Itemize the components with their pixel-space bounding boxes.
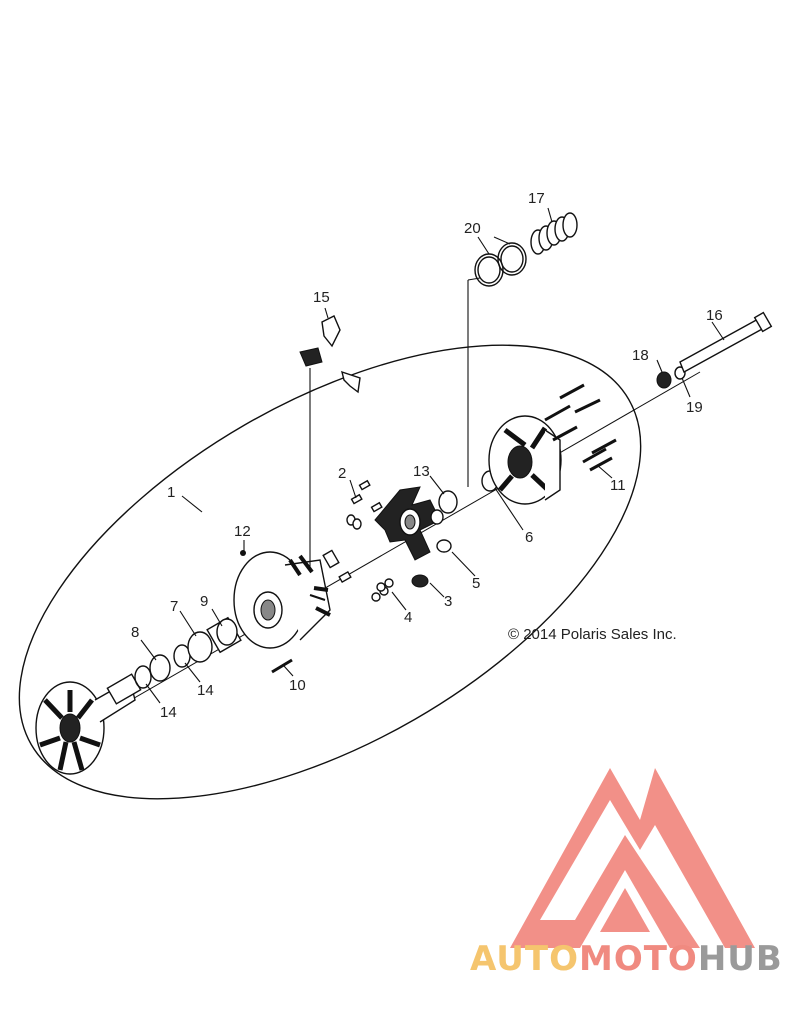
- callout-20: 20: [464, 220, 481, 237]
- callout-19: 19: [686, 399, 703, 416]
- dowel-12: [240, 550, 246, 556]
- callout-15: 15: [313, 289, 330, 306]
- moveable-sheave: [233, 551, 331, 649]
- spring-17: [530, 212, 578, 255]
- callout-5: 5: [472, 575, 480, 592]
- roller-5: [436, 539, 452, 553]
- ring-20a: [474, 253, 504, 287]
- callout-2: 2: [338, 465, 346, 482]
- fixed-sheave: [35, 673, 142, 775]
- washer-14a: [134, 665, 152, 689]
- washers-4: [371, 578, 394, 602]
- screw-10: [271, 658, 293, 674]
- brand-wordmark: AUTOMOTOHUB: [470, 939, 783, 979]
- automotohub-logo: [510, 768, 755, 948]
- callout-17: 17: [528, 190, 545, 207]
- callout-13: 13: [413, 463, 430, 480]
- callout-18: 18: [632, 347, 649, 364]
- callout-14a: 14: [197, 682, 214, 699]
- callout-3: 3: [444, 593, 452, 610]
- bushing-7: [187, 631, 213, 663]
- spider-3: [374, 486, 441, 561]
- assembly-outline: [18, 344, 642, 800]
- callout-12: 12: [234, 523, 251, 540]
- weights-15: [299, 315, 361, 394]
- callout-16: 16: [706, 307, 723, 324]
- callout-10: 10: [289, 677, 306, 694]
- ring-20b: [497, 242, 527, 276]
- washer-8: [149, 654, 171, 682]
- callout-11: 11: [610, 477, 626, 494]
- slider-block: [322, 549, 340, 569]
- nut-13: [438, 490, 458, 514]
- nut-18: [656, 371, 672, 389]
- roller-3: [411, 574, 429, 588]
- callout-1: 1: [167, 484, 175, 501]
- callout-6: 6: [525, 529, 533, 546]
- bolts-11: [544, 383, 617, 472]
- callout-7: 7: [170, 598, 178, 615]
- copyright-text: © 2014 Polaris Sales Inc.: [508, 626, 677, 643]
- callout-9: 9: [200, 593, 208, 610]
- brand-moto: MOTO: [579, 939, 698, 979]
- callout-numbers: 1 2 3 4 5 6 7 8 9 10 11 12 13 14 14 15 1…: [131, 190, 723, 721]
- callout-8: 8: [131, 624, 139, 641]
- callout-14b: 14: [160, 704, 177, 721]
- cover: [488, 415, 562, 505]
- brand-hub: HUB: [698, 939, 783, 979]
- bolt-16: [679, 311, 773, 373]
- brand-auto: AUTO: [470, 939, 579, 979]
- leader-lines: [140, 207, 725, 704]
- callout-4: 4: [404, 609, 412, 626]
